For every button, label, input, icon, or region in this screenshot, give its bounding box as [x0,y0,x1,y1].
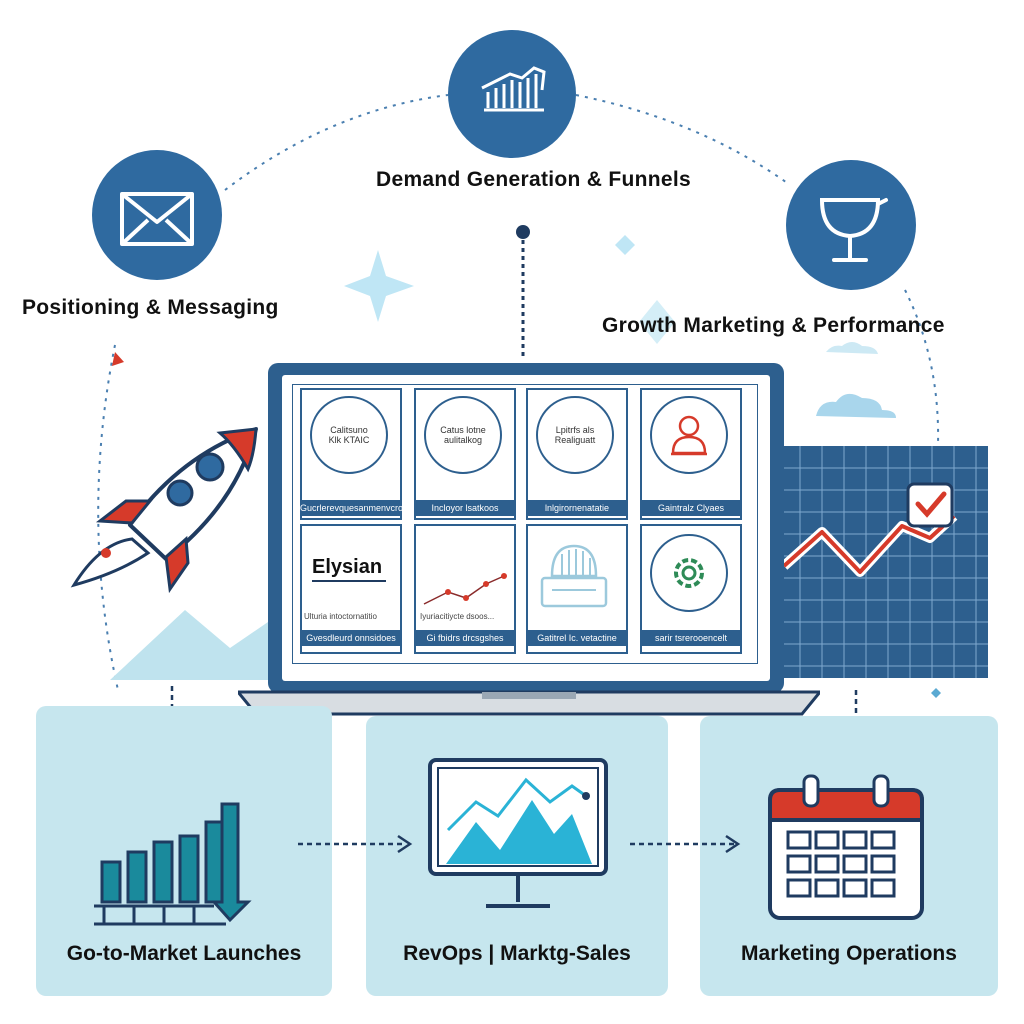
tile-caption: Gvesdleurd onnsidoes [300,630,402,646]
screen-grid [292,384,758,664]
bar-chart-icon [94,802,252,926]
gear-icon [674,558,704,588]
growth-node [786,160,916,290]
funnel-chart-icon [481,66,546,112]
checkmark-icon [906,482,954,528]
ops-panel: Marketing Operations [700,716,998,996]
tile-ring: Calitsuno Klk KTAIC [310,396,388,474]
tile-caption: Gucrlerevquesanmenvcroy [300,500,402,516]
gtm-label: Go-to-Market Launches [66,942,302,965]
demand-node [448,30,576,158]
tile-caption: Gaintralz Clyaes [640,500,742,516]
tile-ring-text: Klk KTAIC [328,435,370,445]
brand-underline [312,580,386,582]
positioning-node [92,150,222,280]
tile-ring-text: aulitalkog [443,435,483,445]
brand-logo: Elysian [312,556,383,578]
gtm-panel: Go-to-Market Launches [36,706,332,996]
tile-ring: Catus lotne aulitalkog [424,396,502,474]
tile-ring [650,534,728,612]
revops-panel: RevOps | Marktg-Sales [366,716,668,996]
tile-ring-text: Realiguatt [554,435,596,445]
calendar-icon [768,774,924,920]
revops-label: RevOps | Marktg-Sales [403,942,631,965]
tile-caption: lnlgirornenatatie [526,500,628,516]
tile-ring-text: Lpitrfs als [555,425,595,435]
tile-caption: Gi fbidrs drcsgshes [414,630,516,646]
tile-caption: Incloyor lsatkoos [414,500,516,516]
tile-caption: Gatitrel Ic. vetactine [526,630,628,646]
tile-ring-text: Calitsuno [330,425,368,435]
growth-label: Growth Marketing & Performance [602,314,945,337]
line-chart-icon [423,573,507,605]
tile-ring: Lpitrfs als Realiguatt [536,396,614,474]
positioning-label: Positioning & Messaging [22,296,279,319]
tile-note: Ulturia intoctornatitio [304,612,377,621]
user-icon [671,415,707,456]
tile-note: Iyuriacitiycte dsoos... [420,612,495,621]
tile-ring [650,396,728,474]
envelope-icon [120,192,194,246]
demand-label: Demand Generation & Funnels [376,168,691,191]
ops-label: Marketing Operations [741,942,957,965]
tile-ring-text: Catus lotne [440,425,486,435]
rocket-icon [70,425,260,595]
trophy-icon [819,198,888,262]
tile-caption: sarir tsrerooencelt [640,630,742,646]
building-icon [540,544,608,608]
monitor-chart-icon [428,758,608,908]
